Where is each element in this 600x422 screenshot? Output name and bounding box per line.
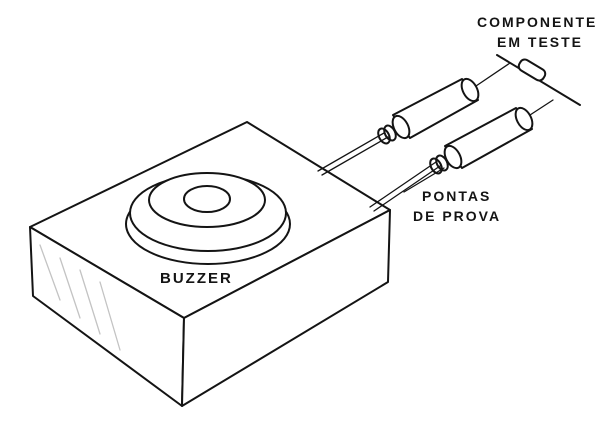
probes-label-line2: DE PROVA	[413, 208, 502, 224]
component-label-line1: COMPONENTE	[477, 14, 598, 30]
probe-upper	[377, 62, 511, 145]
probes-leader	[403, 167, 445, 193]
probe-wires	[317, 132, 441, 212]
component-label-line2: EM TESTE	[497, 34, 584, 50]
buzzer-center	[183, 185, 231, 213]
buzzer-label: BUZZER	[160, 270, 233, 287]
probes-label-line1: PONTAS	[422, 188, 492, 204]
probe-lower	[429, 99, 554, 175]
box-shading	[39, 244, 121, 351]
component-under-test	[496, 54, 581, 106]
buzzer-disk	[125, 172, 291, 265]
box-side-face	[181, 209, 391, 407]
